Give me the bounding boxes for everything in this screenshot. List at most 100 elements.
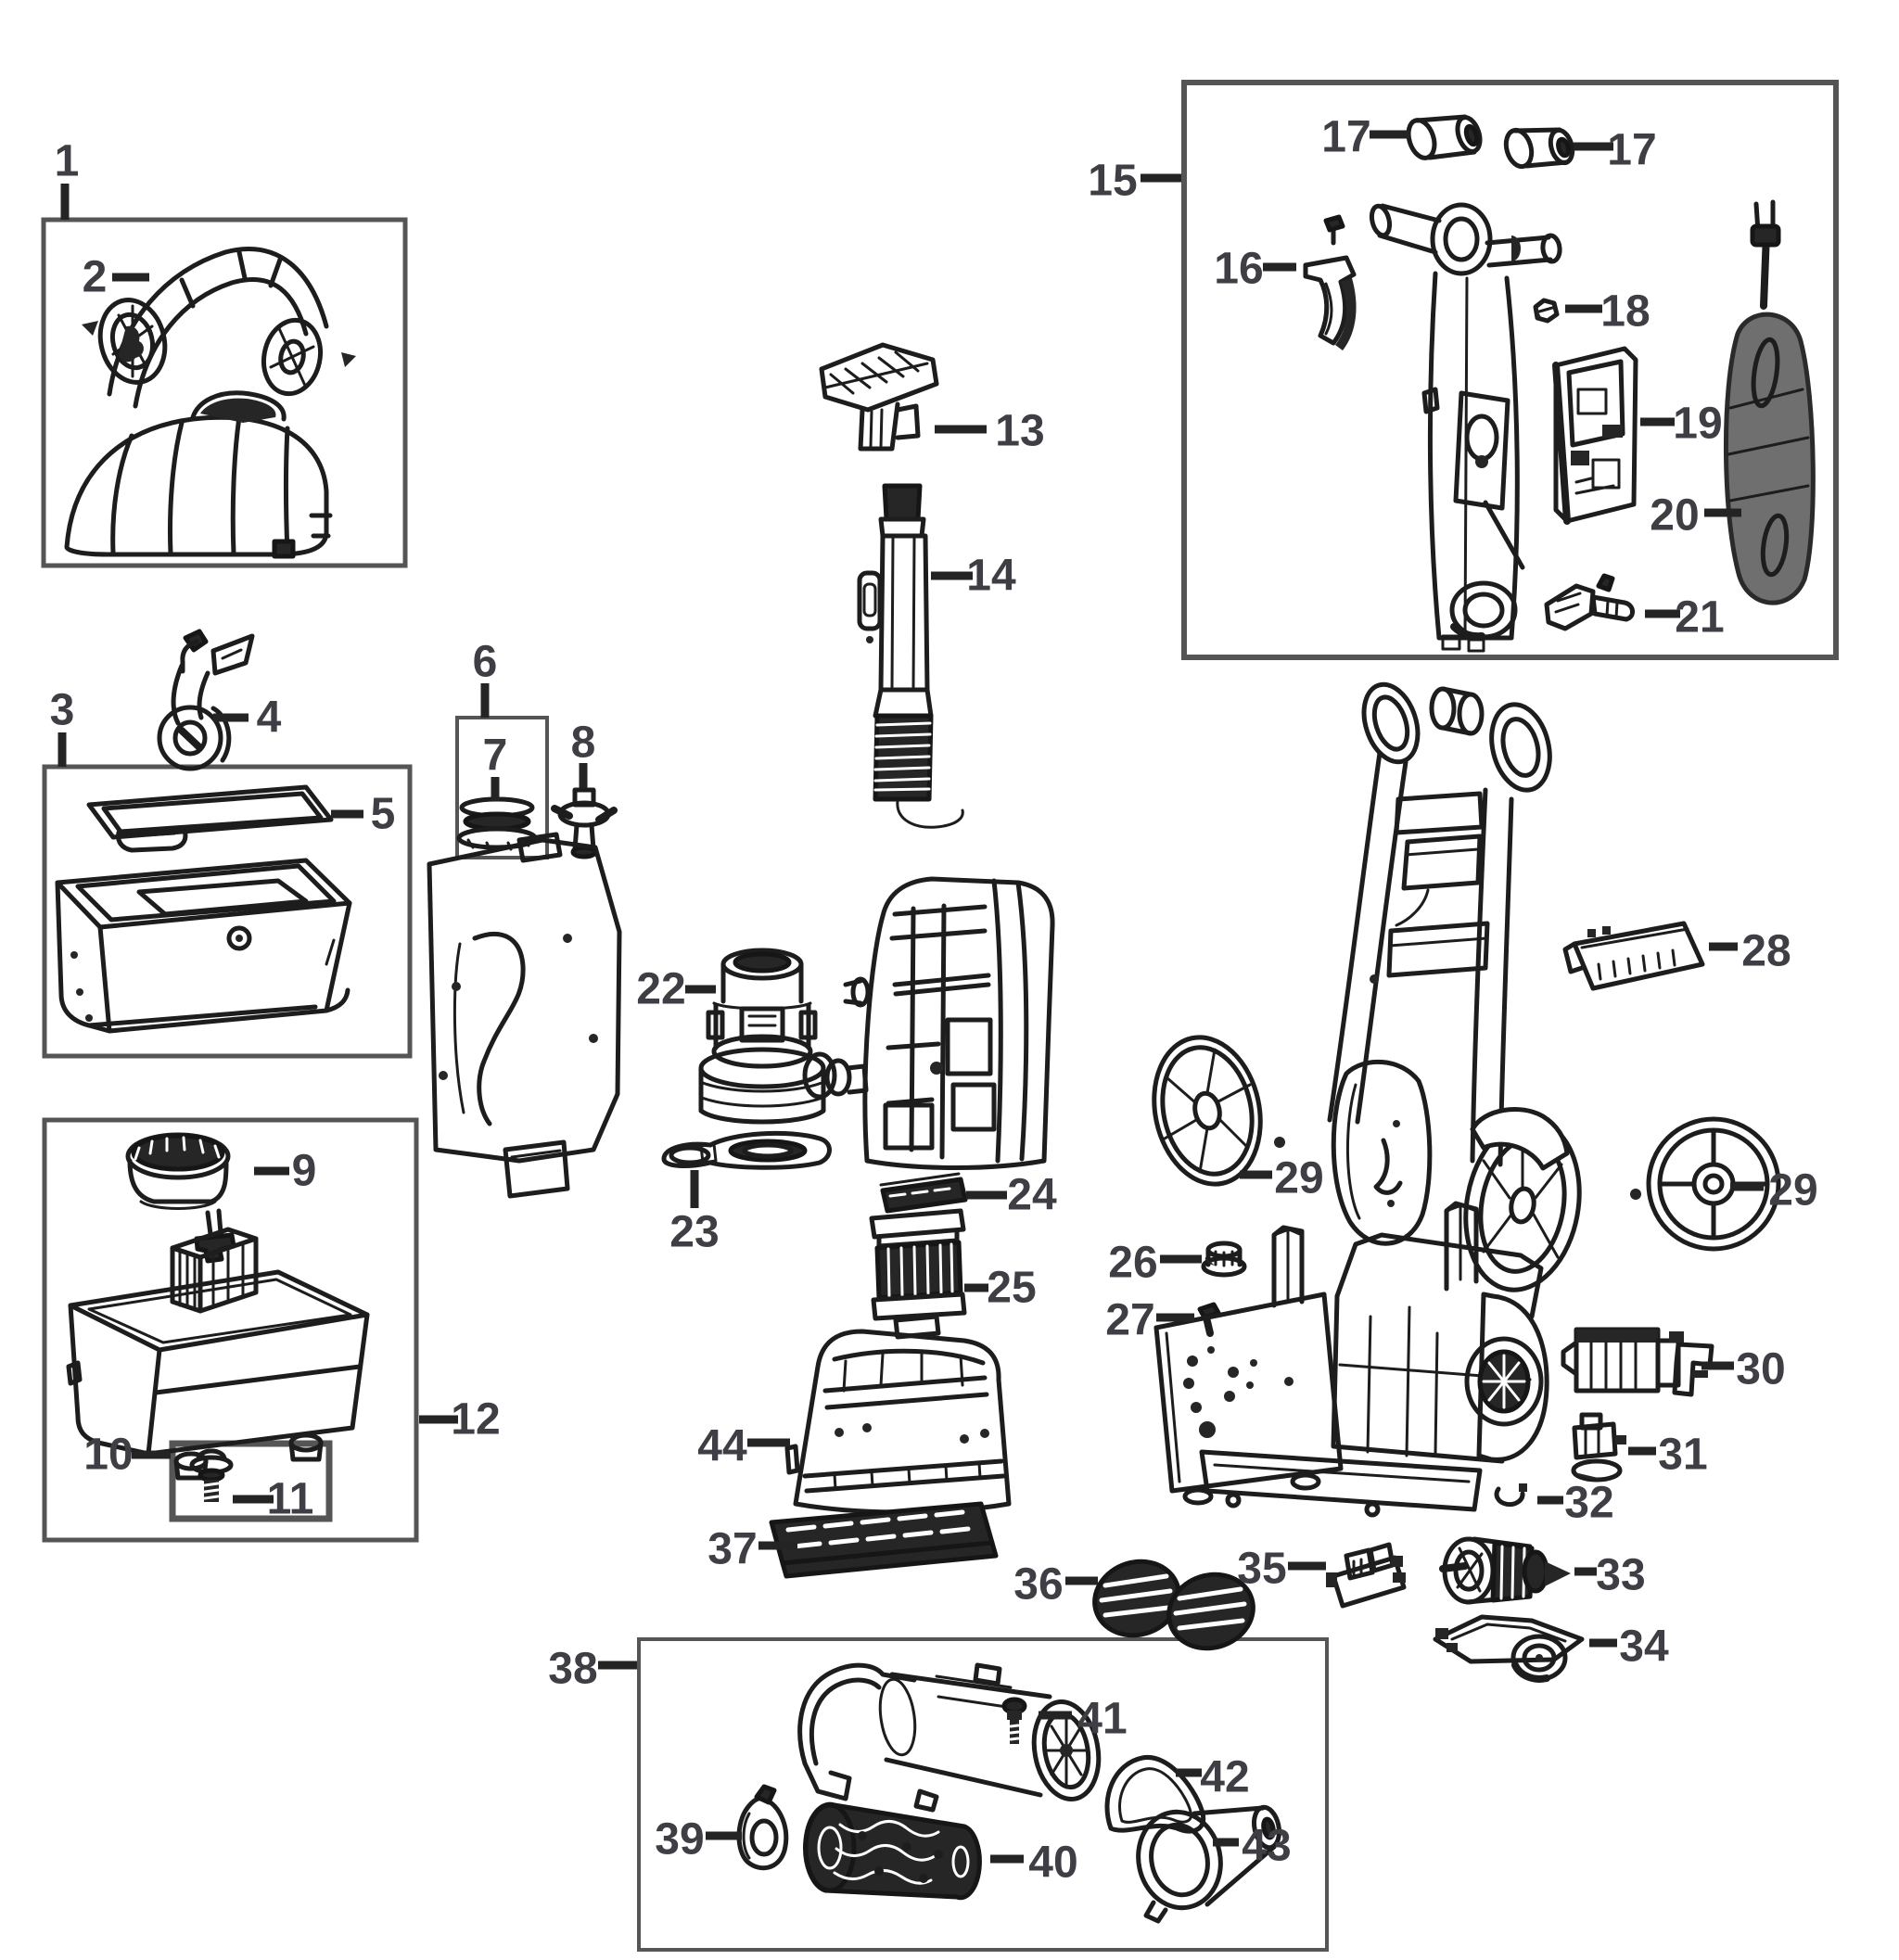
callout-15: 15	[1088, 157, 1181, 206]
part-rear-body-illustration	[843, 876, 1055, 1170]
callout-18-number: 18	[1600, 287, 1650, 337]
callout-22: 22	[636, 965, 716, 1014]
callout-28: 28	[1709, 927, 1791, 976]
callout-7: 7	[483, 732, 508, 801]
part-33-armature-illustration	[1439, 1536, 1571, 1605]
part-13-tool-illustration	[819, 342, 939, 452]
callout-34-number: 34	[1619, 1623, 1669, 1672]
callout-5-number: 5	[371, 790, 396, 839]
callout-2: 2	[83, 253, 149, 302]
group-box-15	[1181, 80, 1839, 660]
callout-18: 18	[1565, 287, 1650, 337]
callout-12-number: 12	[451, 1395, 500, 1445]
callout-44: 44	[697, 1422, 790, 1471]
callout-31-number: 31	[1658, 1431, 1707, 1480]
callout-9: 9	[254, 1147, 316, 1196]
part-32-clip-illustration	[1494, 1483, 1527, 1508]
callout-30-number: 30	[1736, 1345, 1785, 1394]
part-40-brush-roller-illustration	[803, 1801, 982, 1901]
callout-11: 11	[233, 1475, 313, 1524]
callout-23: 23	[669, 1170, 720, 1257]
part-21-bracket-illustration	[1544, 573, 1635, 631]
callout-30: 30	[1701, 1345, 1786, 1394]
part-12-tank-base-illustration	[66, 1227, 370, 1481]
callout-42-number: 42	[1200, 1753, 1249, 1802]
part-43-end-cap-illustration	[1136, 1804, 1282, 1924]
part-base-assembly-illustration	[1153, 1201, 1549, 1518]
group-box-12	[42, 1117, 419, 1543]
part-36-brush-cartridges-illustration	[1092, 1559, 1255, 1651]
callout-36: 36	[1013, 1560, 1098, 1610]
part-11-screw-illustration	[189, 1448, 234, 1502]
part-handle-frame-illustration	[1327, 681, 1582, 1292]
part-22-motor-illustration	[698, 948, 869, 1125]
callout-16-number: 16	[1214, 245, 1263, 294]
callout-24: 24	[966, 1171, 1057, 1220]
callout-39-number: 39	[655, 1815, 704, 1865]
callout-41-number: 41	[1077, 1695, 1127, 1744]
callout-35: 35	[1237, 1545, 1326, 1594]
group-box-38	[637, 1637, 1329, 1952]
callout-23-number: 23	[669, 1208, 719, 1257]
callout-10-number: 10	[83, 1431, 133, 1480]
part-1-hood-illustration	[64, 390, 333, 559]
callout-33: 33	[1574, 1551, 1646, 1600]
part-17-cap-left-illustration	[1406, 114, 1483, 160]
callout-29-right-number: 29	[1768, 1166, 1817, 1215]
callout-42: 42	[1176, 1753, 1250, 1802]
part-illustrations-layer	[55, 114, 1816, 1924]
callout-3: 3	[50, 686, 75, 767]
callout-10: 10	[83, 1431, 171, 1480]
part-29-wheel-left-illustration	[1152, 1035, 1285, 1187]
part-24-filter-screen-illustration	[879, 1172, 968, 1214]
callout-44-number: 44	[697, 1422, 747, 1471]
callout-33-number: 33	[1596, 1551, 1645, 1600]
callout-13: 13	[935, 407, 1045, 456]
callout-14-number: 14	[966, 552, 1016, 601]
callout-37: 37	[707, 1525, 797, 1574]
callout-12: 12	[419, 1395, 501, 1445]
callout-29-left: 29	[1240, 1154, 1324, 1203]
callout-25: 25	[964, 1264, 1037, 1313]
callout-43: 43	[1213, 1822, 1292, 1871]
part-17-cap-right-illustration	[1503, 127, 1575, 170]
part-20-power-cord-illustration	[1723, 199, 1816, 605]
callout-40-number: 40	[1028, 1839, 1077, 1888]
callout-13-number: 13	[995, 407, 1044, 456]
part-29-wheel-right-illustration	[1630, 1116, 1781, 1252]
callout-35-number: 35	[1237, 1545, 1286, 1594]
callout-20-number: 20	[1650, 491, 1699, 541]
callout-19-number: 19	[1673, 400, 1722, 449]
callout-3-number: 3	[50, 686, 75, 735]
callout-24-number: 24	[1007, 1171, 1057, 1220]
callout-21: 21	[1645, 593, 1725, 643]
group-box-1	[41, 217, 408, 568]
callout-32: 32	[1537, 1479, 1614, 1528]
callout-6: 6	[473, 638, 497, 718]
part-brush-housing-illustration	[797, 1662, 1102, 1813]
callout-34: 34	[1589, 1623, 1669, 1672]
callout-8: 8	[571, 719, 595, 788]
part-3-tank-illustration	[55, 858, 352, 1034]
callout-15-number: 15	[1088, 157, 1137, 206]
callout-22-number: 22	[636, 965, 685, 1014]
callout-36-number: 36	[1013, 1560, 1063, 1610]
part-28-tray-illustration	[1562, 921, 1705, 991]
part-35-connector-illustration	[1326, 1542, 1407, 1609]
callout-29-right: 29	[1730, 1166, 1818, 1215]
callout-26: 26	[1108, 1239, 1202, 1288]
part-16-trigger-illustration	[1303, 214, 1357, 350]
callout-7-number: 7	[483, 732, 508, 781]
part-23-gasket-illustration	[661, 1130, 832, 1170]
part-side-panel-illustration	[427, 832, 622, 1199]
callout-31: 31	[1628, 1431, 1708, 1480]
callout-16: 16	[1214, 245, 1296, 294]
callout-28-number: 28	[1741, 927, 1791, 976]
callout-4-number: 4	[257, 694, 282, 743]
callout-17-left: 17	[1321, 113, 1409, 162]
callout-29-left-number: 29	[1274, 1154, 1323, 1203]
part-26-grommet-illustration	[1201, 1241, 1247, 1278]
